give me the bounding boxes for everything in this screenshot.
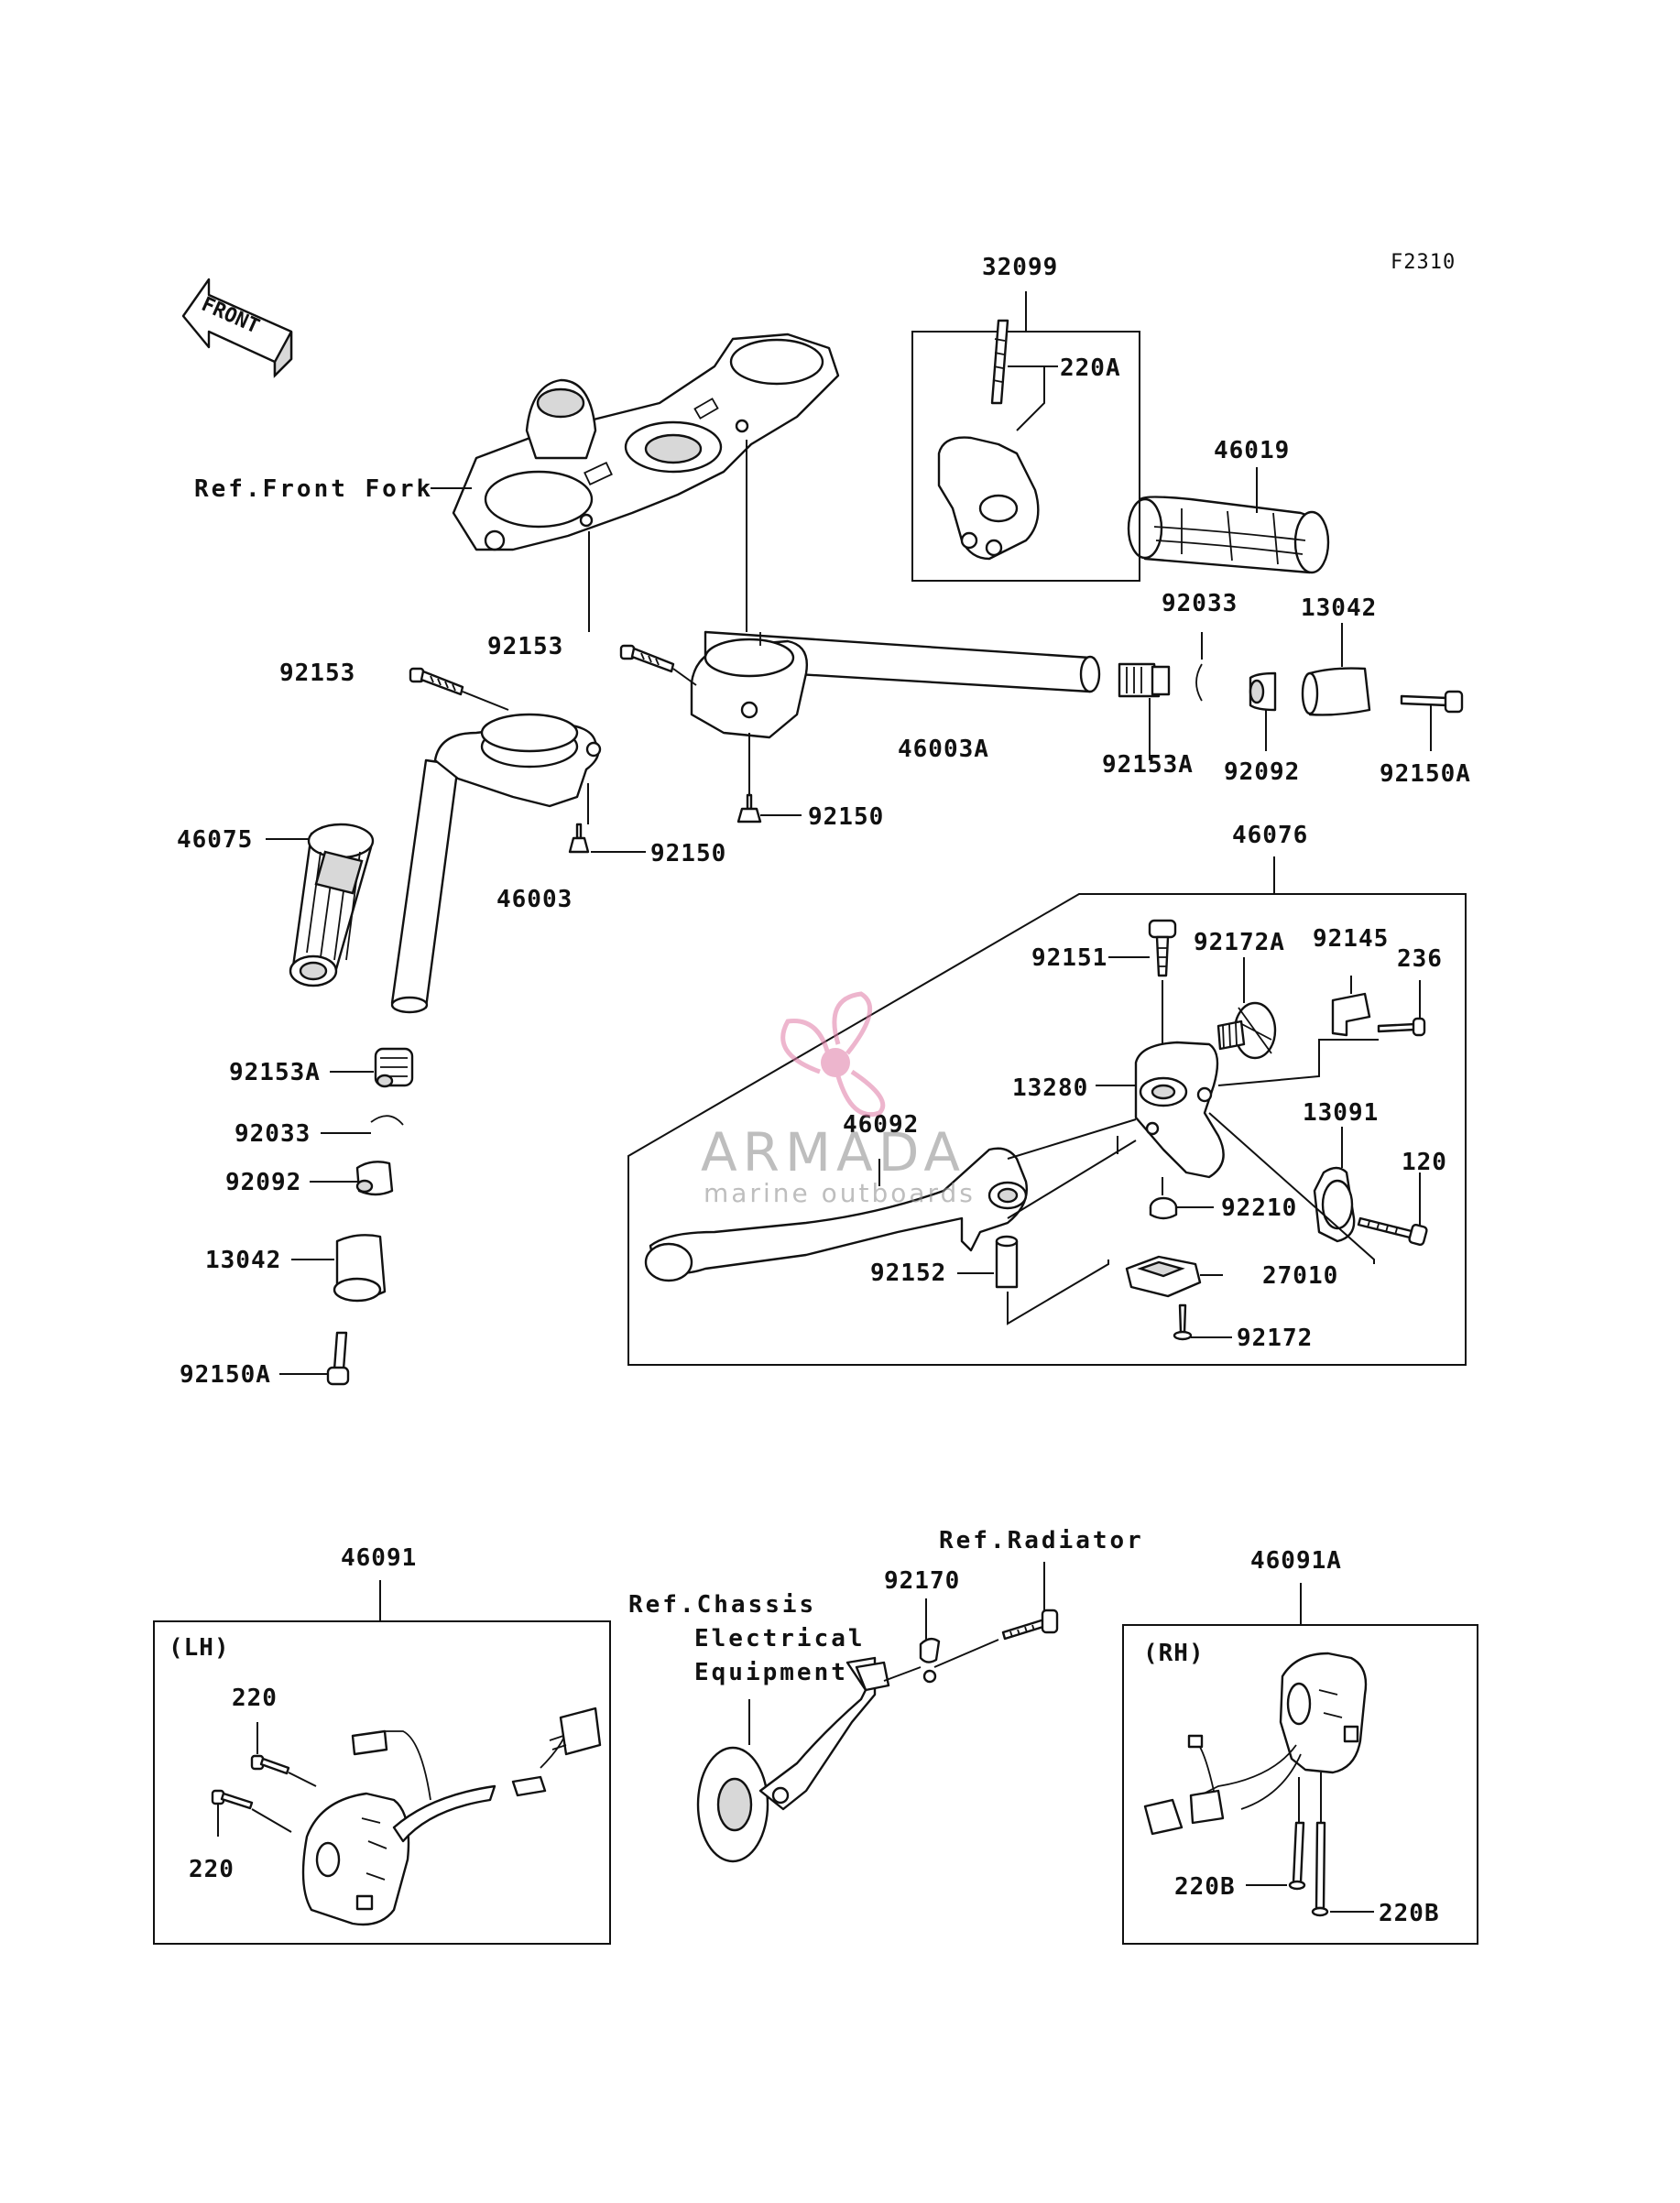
label-46003A: 46003A (898, 736, 989, 763)
switch-27010 (1125, 1255, 1202, 1298)
bar-end-bolt-92153A-right (1118, 662, 1171, 698)
label-220-a: 220 (232, 1685, 278, 1712)
bolt-120 (1357, 1216, 1428, 1247)
label-92153-left: 92153 (279, 660, 355, 687)
throttle-housing (937, 319, 1040, 561)
label-92150-left: 92150 (650, 840, 726, 867)
screw-92172 (1173, 1303, 1193, 1341)
clamp-13091 (1313, 1166, 1356, 1243)
label-92150-center: 92150 (808, 803, 884, 831)
rh-label: (RH) (1143, 1640, 1205, 1667)
label-46076: 46076 (1232, 822, 1308, 849)
lh-label: (LH) (169, 1634, 230, 1662)
label-92172A: 92172A (1194, 929, 1285, 956)
screw-220-b (211, 1789, 254, 1810)
label-46075: 46075 (177, 826, 253, 854)
lh-switch-housing (301, 1707, 602, 1926)
watermark: ARMADA marine outboards (701, 991, 976, 1208)
label-46019: 46019 (1214, 437, 1290, 464)
weight-13042-left (333, 1234, 387, 1303)
label-92151: 92151 (1031, 944, 1107, 972)
screw-220-a (250, 1754, 290, 1775)
master-cylinder-13280 (1134, 1041, 1225, 1179)
screw-220B-a (1288, 1821, 1306, 1891)
nut-92210 (1149, 1196, 1178, 1220)
left-handlebar (390, 713, 602, 1014)
bolt-92150-center (736, 793, 762, 823)
label-92150A-right: 92150A (1380, 760, 1471, 788)
bolt-92151 (1148, 919, 1177, 977)
label-92092-left: 92092 (225, 1169, 301, 1196)
label-13091: 13091 (1303, 1099, 1379, 1127)
label-92153-top: 92153 (487, 633, 563, 660)
bolt-92153-top (619, 644, 675, 673)
ref-chassis-3: Equipment (694, 1659, 848, 1686)
label-92210: 92210 (1221, 1194, 1297, 1222)
triple-clamp (452, 333, 840, 551)
label-92153A-right: 92153A (1102, 751, 1194, 779)
ref-chassis-2: Electrical (694, 1625, 866, 1652)
bolt-92150A-right (1400, 690, 1464, 714)
horn (696, 1656, 890, 1863)
bolt-92150A-left (326, 1331, 350, 1386)
label-92033-left: 92033 (235, 1120, 311, 1148)
ring-92033-right (1195, 663, 1203, 702)
collar-92152 (995, 1235, 1019, 1289)
bolt-radiator (1001, 1609, 1059, 1641)
label-120: 120 (1402, 1149, 1447, 1176)
ref-front-fork: Ref.Front Fork (194, 475, 433, 503)
ref-radiator: Ref.Radiator (939, 1527, 1144, 1554)
label-220B-b: 220B (1379, 1900, 1440, 1927)
bracket-92170 (919, 1637, 941, 1684)
weight-92092-left (355, 1161, 394, 1196)
label-92150A-left: 92150A (180, 1361, 271, 1389)
bolt-92153-left (409, 667, 464, 696)
label-46091A: 46091A (1250, 1547, 1342, 1575)
bolt-92150-left (568, 823, 590, 854)
brake-lever-46092 (644, 1147, 1028, 1282)
clip-92145 (1331, 992, 1371, 1037)
bar-end-bolt-92153A-left (374, 1047, 414, 1088)
label-46003: 46003 (496, 886, 573, 913)
label-92033-right: 92033 (1162, 590, 1238, 617)
lh-switch-box (153, 1620, 611, 1945)
label-46092: 46092 (843, 1111, 919, 1139)
ring-92033-left (370, 1115, 404, 1126)
label-13042-left: 13042 (205, 1247, 281, 1274)
label-46091: 46091 (341, 1544, 417, 1572)
label-220A: 220A (1060, 354, 1121, 382)
adjuster-92172A (1216, 1001, 1277, 1060)
watermark-tagline: marine outboards (704, 1178, 976, 1208)
screw-236 (1377, 1017, 1426, 1037)
label-92172: 92172 (1237, 1325, 1313, 1352)
rh-switch-housing (1143, 1652, 1368, 1836)
front-arrow-icon: FRONT (181, 278, 293, 378)
label-13042-right: 13042 (1301, 594, 1377, 622)
label-92152: 92152 (870, 1260, 946, 1287)
label-220B-a: 220B (1174, 1873, 1236, 1901)
propeller-logo-icon (780, 991, 886, 1117)
right-grip (1127, 496, 1330, 574)
watermark-brand: ARMADA (701, 1121, 965, 1183)
label-92092-right: 92092 (1224, 758, 1300, 786)
label-32099: 32099 (982, 254, 1058, 281)
weight-13042-right (1301, 667, 1371, 716)
ref-chassis-1: Ref.Chassis (628, 1591, 816, 1619)
lever-box (627, 893, 1467, 1366)
label-220-b: 220 (189, 1856, 235, 1883)
label-92170: 92170 (884, 1567, 960, 1595)
weight-92092-right (1249, 671, 1277, 712)
right-handlebar (690, 630, 1101, 739)
label-92145: 92145 (1313, 925, 1389, 953)
left-grip (289, 823, 375, 987)
diagram-code: F2310 (1391, 251, 1456, 274)
screw-220B-b (1311, 1821, 1329, 1917)
label-92153A-left: 92153A (229, 1059, 321, 1086)
label-13280: 13280 (1012, 1074, 1088, 1102)
label-27010: 27010 (1262, 1262, 1338, 1290)
label-236: 236 (1397, 945, 1443, 973)
